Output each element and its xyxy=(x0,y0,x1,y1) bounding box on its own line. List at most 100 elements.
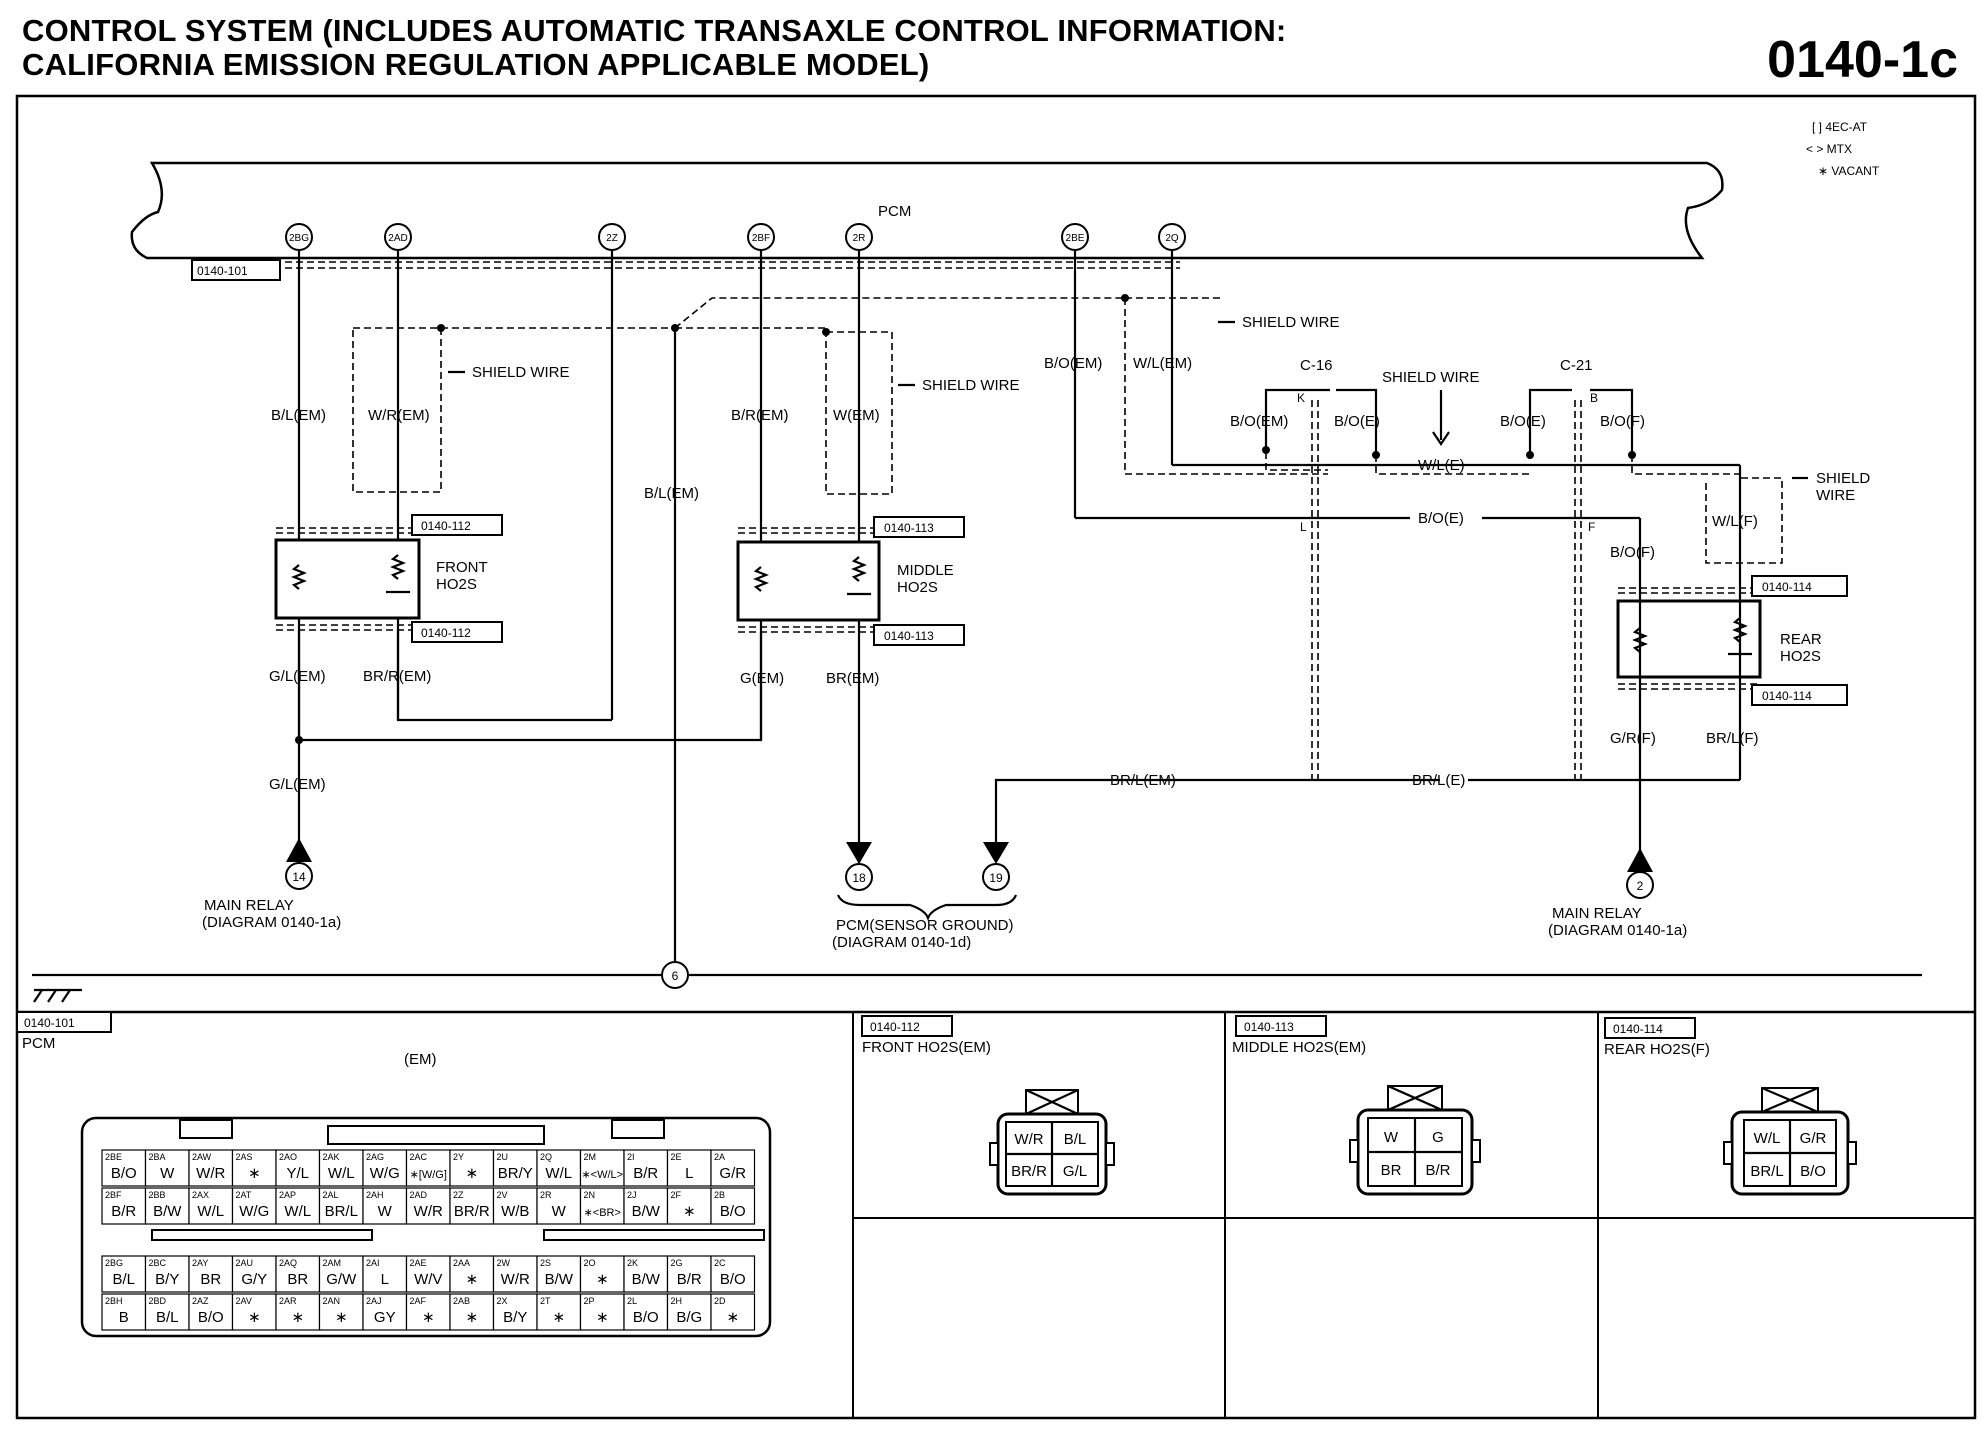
pcm-pin-cell xyxy=(579,1149,625,1187)
pcm-pin-id: 2X xyxy=(497,1296,508,1306)
pcm-pin-id: 2BD xyxy=(149,1296,167,1306)
pcm-pin-id: 2BH xyxy=(105,1296,123,1306)
pcm-pin-color: B/O xyxy=(720,1203,746,1220)
pcm-pin-cell xyxy=(231,1187,277,1225)
pcm-pin-id: 2AU xyxy=(236,1258,254,1268)
pcm-pin-color: B/W xyxy=(632,1271,661,1288)
pcm-pin-cell xyxy=(405,1293,451,1331)
pin-2ad: 2AD xyxy=(384,223,412,251)
pcm-ground-1: PCM(SENSOR GROUND) xyxy=(836,917,1014,934)
rear-connector: W/L G/R BR/L B/O xyxy=(1723,1086,1857,1196)
pcm-pin-color: B/L xyxy=(112,1271,135,1288)
svg-text:2BF: 2BF xyxy=(752,233,770,244)
pcm-pin-cell xyxy=(188,1293,234,1331)
pcm-pin-id: 2AD xyxy=(410,1190,428,1200)
pcm-pin-id: 2AY xyxy=(192,1258,208,1268)
pcm-pin-id: 2BA xyxy=(149,1152,166,1162)
label-wl-em: W/L(EM) xyxy=(1133,355,1192,372)
pcm-pin-cell xyxy=(623,1293,669,1331)
svg-text:2Z: 2Z xyxy=(606,233,618,244)
pcm-pin-cell xyxy=(101,1187,147,1225)
rear-shield-box xyxy=(1631,455,1783,564)
front-panel-ref: 0140-112 xyxy=(870,1020,920,1034)
pcm-pin-cell xyxy=(449,1187,495,1225)
rear-label-2: HO2S xyxy=(1780,648,1821,665)
pcm-pin-cell xyxy=(666,1255,712,1293)
pcm-ground-2: (DIAGRAM 0140-1d) xyxy=(832,934,971,951)
svg-text:2Q: 2Q xyxy=(1165,233,1179,244)
pcm-pin-color: Y/L xyxy=(286,1165,309,1182)
label-c21-bo-f: B/O(F) xyxy=(1600,413,1645,430)
c21-b: B xyxy=(1590,391,1598,405)
pcm-pin-id: 2BB xyxy=(149,1190,166,1200)
rear-shield-label-2: WIRE xyxy=(1816,487,1855,504)
svg-text:G: G xyxy=(1432,1129,1444,1146)
pcm-pin-color: W/L xyxy=(328,1165,355,1182)
pcm-pin-cell xyxy=(710,1255,756,1293)
pcm-pin-color: B/O xyxy=(111,1165,137,1182)
top-right-shield-label: SHIELD WIRE xyxy=(1242,314,1340,331)
pcm-pin-cell xyxy=(318,1149,364,1187)
pcm-pin-id: 2Y xyxy=(453,1152,464,1162)
rear-panel-ref: 0140-114 xyxy=(1613,1022,1663,1036)
pcm-conn-ref-box xyxy=(191,259,281,281)
main-relay-left-1: MAIN RELAY xyxy=(204,897,294,914)
pcm-pin-cell xyxy=(710,1293,756,1331)
rear-shield-label-1: SHIELD xyxy=(1816,470,1870,487)
diagram-frame xyxy=(15,94,1977,1420)
pcm-pin-color: B/W xyxy=(632,1203,661,1220)
pcm-pin-id: 2S xyxy=(540,1258,551,1268)
pcm-pin-color: B/L xyxy=(156,1309,179,1326)
svg-text:BR/R: BR/R xyxy=(1011,1163,1047,1180)
pcm-pin-color: ∗ xyxy=(248,1165,261,1182)
label-brl-e: BR/L(E) xyxy=(1412,772,1465,789)
label-br-em-lower: BR(EM) xyxy=(826,670,879,687)
main-relay-left-2: (DIAGRAM 0140-1a) xyxy=(202,914,341,931)
pcm-pin-id: 2L xyxy=(627,1296,637,1306)
pcm-pin-id: 2AR xyxy=(279,1296,297,1306)
pcm-pin-id: 2AT xyxy=(236,1190,252,1200)
pin-2bg: 2BG xyxy=(285,223,313,251)
svg-text:2R: 2R xyxy=(853,233,866,244)
c21-f: F xyxy=(1588,520,1595,534)
label-bo-em: B/O(EM) xyxy=(1044,355,1102,372)
label-bl-em-ground: B/L(EM) xyxy=(644,485,699,502)
terminal-19 xyxy=(982,863,1010,891)
middle-ref-top: 0140-113 xyxy=(884,521,934,535)
svg-text:W/L: W/L xyxy=(1754,1130,1781,1147)
pcm-pin-cell xyxy=(101,1149,147,1187)
pcm-pin-id: 2AQ xyxy=(279,1258,297,1268)
pcm-pin-cell xyxy=(579,1293,625,1331)
pcm-pin-color: W/G xyxy=(239,1203,269,1220)
pcm-pin-id: 2N xyxy=(584,1190,596,1200)
front-ho2s xyxy=(274,527,421,631)
middle-label-2: HO2S xyxy=(897,579,938,596)
pcm-pin-cell xyxy=(579,1255,625,1293)
pcm-pin-id: 2AP xyxy=(279,1190,296,1200)
svg-text:G/L: G/L xyxy=(1063,1163,1087,1180)
pcm-pin-id: 2AZ xyxy=(192,1296,209,1306)
front-shield-label: SHIELD WIRE xyxy=(472,364,570,381)
pcm-pin-id: 2AB xyxy=(453,1296,470,1306)
ground-icon xyxy=(33,988,82,1003)
label-c16-bo-em: B/O(EM) xyxy=(1230,413,1288,430)
pcm-pin-id: 2Z xyxy=(453,1190,464,1200)
pcm-pin-id: 2P xyxy=(584,1296,595,1306)
pcm-pin-cell xyxy=(710,1149,756,1187)
pcm-pin-color: ∗ xyxy=(552,1309,565,1326)
rear-ref-bottom: 0140-114 xyxy=(1762,689,1812,703)
pcm-pin-id: 2D xyxy=(714,1296,726,1306)
pcm-pin-color: B xyxy=(119,1309,129,1326)
front-panel-name: FRONT HO2S(EM) xyxy=(862,1039,991,1056)
pcm-pin-color: BR xyxy=(200,1271,221,1288)
pcm-pin-color: ∗ xyxy=(465,1271,478,1288)
label-c16-bo-e: B/O(E) xyxy=(1334,413,1380,430)
pcm-pin-id: 2Q xyxy=(540,1152,552,1162)
svg-text:G/R: G/R xyxy=(1800,1130,1827,1147)
pcm-pin-id: 2AH xyxy=(366,1190,384,1200)
pcm-pin-id: 2U xyxy=(497,1152,509,1162)
pcm-pin-color: W/L xyxy=(545,1165,572,1182)
middle-panel-name: MIDDLE HO2S(EM) xyxy=(1232,1039,1366,1056)
pcm-pin-id: 2AJ xyxy=(366,1296,382,1306)
pcm-pin-color: W/R xyxy=(196,1165,225,1182)
